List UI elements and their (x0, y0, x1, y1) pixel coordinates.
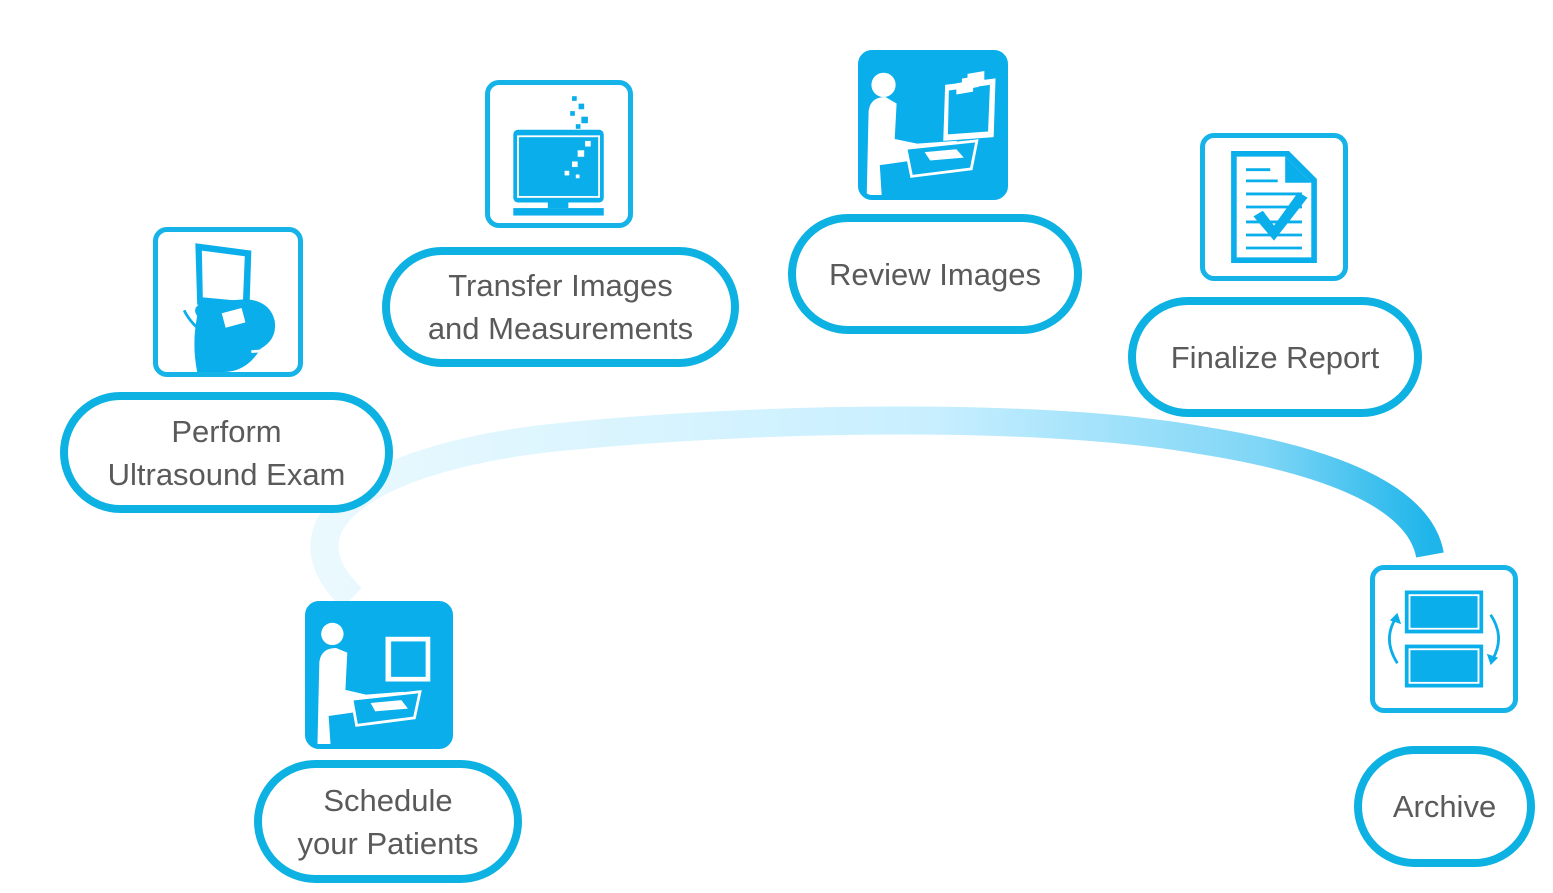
step-label: Perform Ultrasound Exam (107, 413, 346, 492)
report-checkmark-icon (1200, 133, 1348, 281)
step-transfer-images: Transfer Images and Measurements (382, 247, 739, 367)
step-label: Schedule your Patients (297, 782, 479, 861)
step-label: Review Images (829, 256, 1041, 292)
clinician-at-workstation-icon (305, 601, 453, 749)
archive-storage-icon (1370, 565, 1518, 713)
step-perform-ultrasound-exam: Perform Ultrasound Exam (60, 392, 393, 513)
step-label: Finalize Report (1170, 339, 1380, 375)
ultrasound-machine-icon (153, 227, 303, 377)
step-label: Archive (1392, 789, 1497, 824)
step-archive: Archive (1354, 746, 1535, 867)
data-transfer-monitor-icon (485, 80, 633, 228)
image-review-workstation-icon (858, 50, 1008, 200)
step-label: Transfer Images and Measurements (427, 268, 694, 346)
step-finalize-report: Finalize Report (1128, 297, 1422, 417)
step-review-images: Review Images (788, 214, 1082, 334)
step-schedule-patients: Schedule your Patients (254, 760, 522, 883)
